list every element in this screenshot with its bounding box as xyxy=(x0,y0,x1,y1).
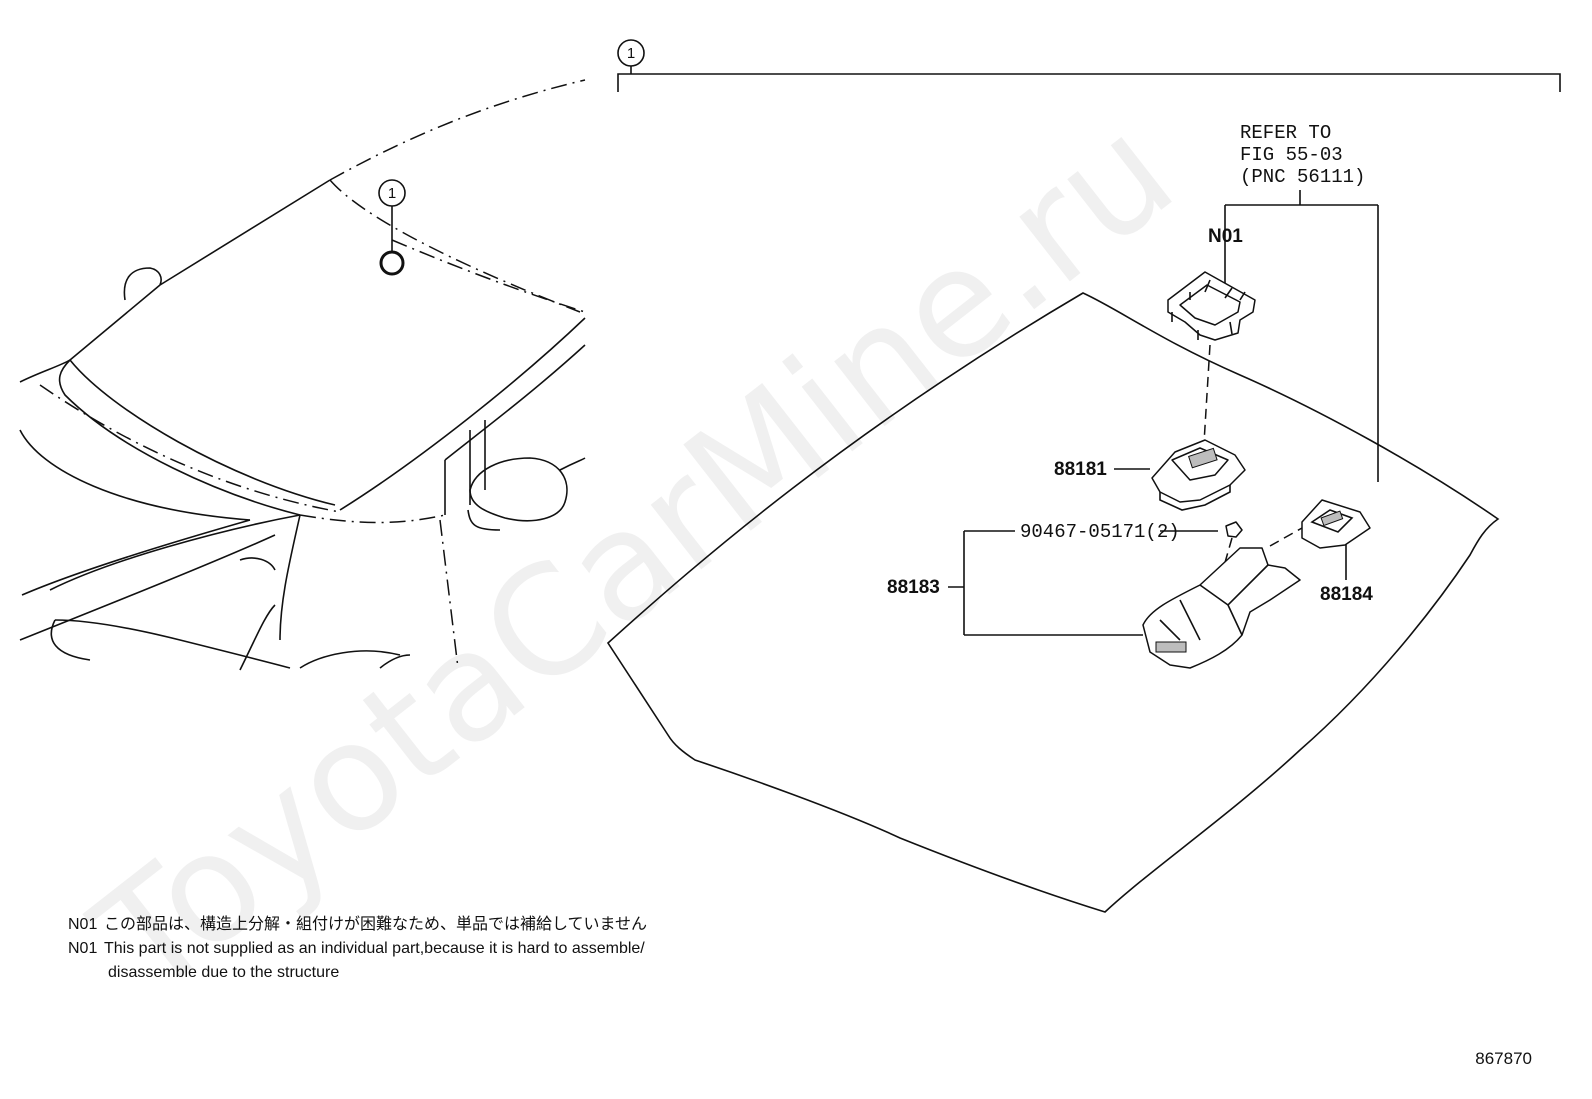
part-n01-bracket: N01 xyxy=(1167,226,1256,341)
part-label-90467: 90467-05171(2) xyxy=(1020,521,1180,543)
note-text-jp: この部品は、構造上分解・組付けが困難なため、単品では補給していません xyxy=(104,916,648,933)
part-88183-cover: 88183 xyxy=(887,530,1301,669)
part-label-88183: 88183 xyxy=(887,577,940,598)
refer-note: REFER TO FIG 55-03 (PNC 56111) xyxy=(1224,122,1379,482)
note-code: N01 xyxy=(68,940,98,957)
note-text-en-cont: disassemble due to the structure xyxy=(108,964,340,981)
figure-id: 867870 xyxy=(1475,1049,1532,1068)
part-label-88184: 88184 xyxy=(1320,584,1373,605)
vehicle-overview: 1 xyxy=(19,79,586,671)
refer-line-1: REFER TO xyxy=(1240,122,1331,144)
refer-line-2: FIG 55-03 xyxy=(1240,144,1343,166)
note-jp: N01 この部品は、構造上分解・組付けが困難なため、単品では補給していません xyxy=(68,913,647,937)
notes-block: N01 この部品は、構造上分解・組付けが困難なため、単品では補給していません N… xyxy=(68,913,647,985)
note-code: N01 xyxy=(68,916,98,933)
assembly-callout-number: 1 xyxy=(627,45,635,62)
part-label-88181: 88181 xyxy=(1054,459,1107,480)
windshield-outline xyxy=(606,292,1500,913)
note-text-en: This part is not supplied as an individu… xyxy=(104,940,645,957)
callout-number: 1 xyxy=(388,185,396,202)
refer-line-3: (PNC 56111) xyxy=(1240,166,1365,188)
note-en: N01 This part is not supplied as an indi… xyxy=(68,937,647,961)
part-88181-camera: 88181 xyxy=(1054,439,1246,511)
part-label-n01: N01 xyxy=(1208,226,1243,247)
assembly-bracket: 1 xyxy=(617,39,1561,92)
part-88184-cover: 88184 xyxy=(1301,499,1373,605)
location-marker-icon xyxy=(379,250,405,276)
part-90467-clip: 90467-05171(2) xyxy=(1020,521,1243,581)
